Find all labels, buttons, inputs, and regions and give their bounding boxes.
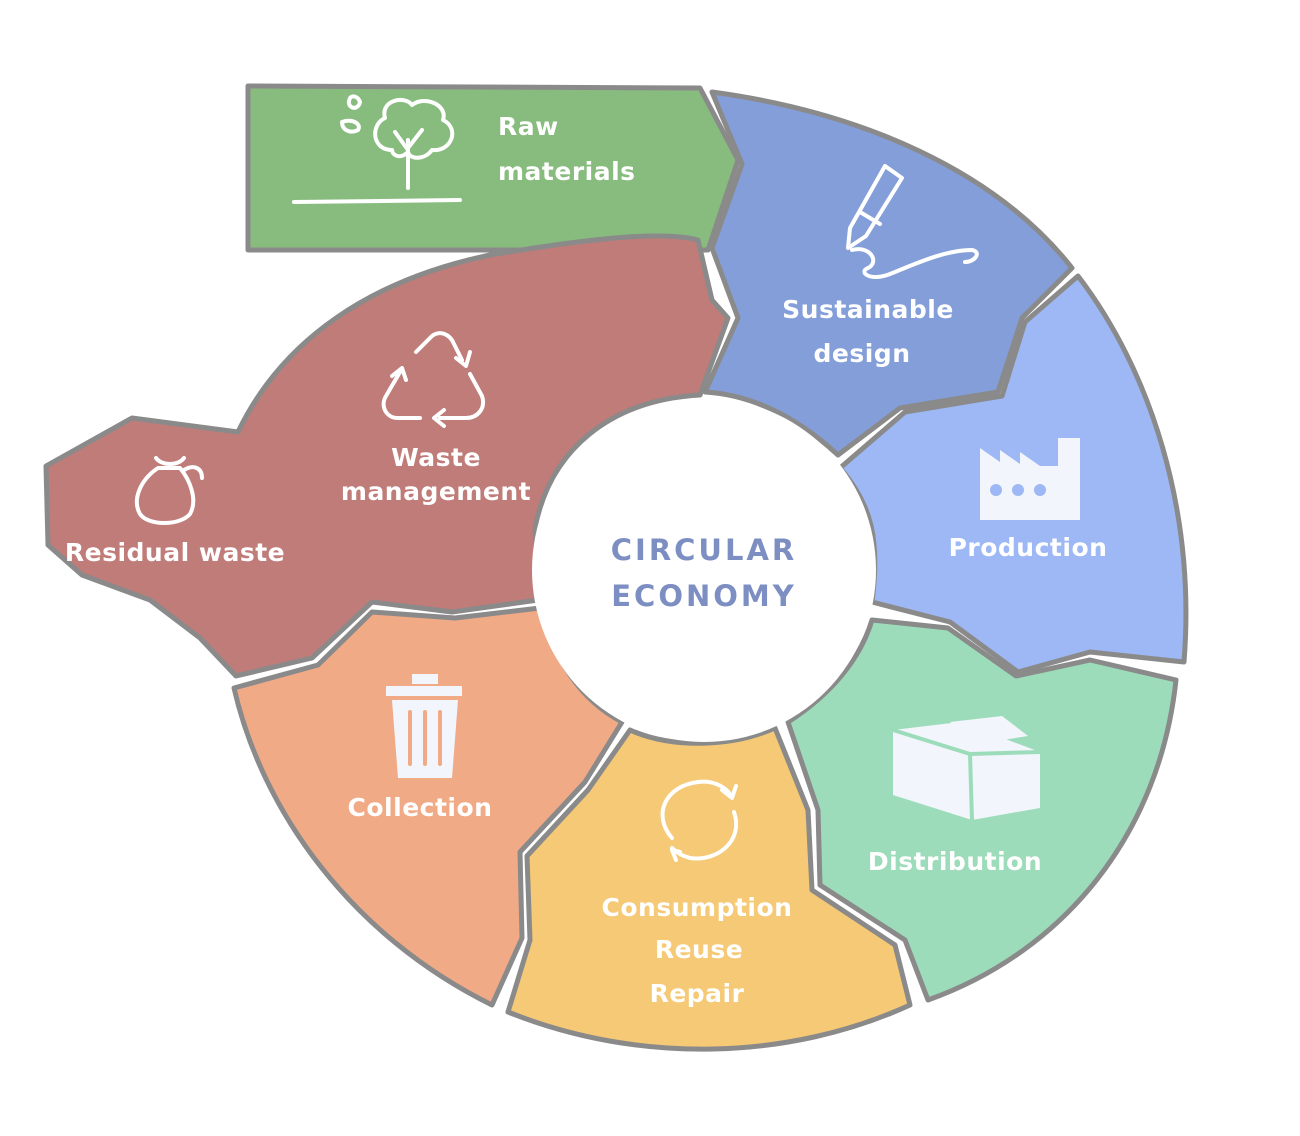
consumption-line3: Repair — [650, 979, 745, 1008]
sustainable-design-line2: design — [814, 339, 911, 368]
waste-management-line2: management — [341, 477, 531, 506]
factory-icon — [980, 438, 1080, 520]
garbage-bag-icon — [134, 456, 204, 525]
consumption-shape — [505, 725, 913, 1052]
collection-label: Collection — [348, 793, 493, 822]
distribution-label: Distribution — [868, 847, 1042, 876]
waste-management-line1: Waste — [391, 443, 481, 472]
segment-production: Production — [837, 273, 1189, 675]
trash-can-icon — [386, 674, 462, 778]
cycle-arrows-icon — [660, 779, 738, 862]
raw-materials-line2: materials — [498, 157, 636, 186]
center-title-line2: ECONOMY — [611, 579, 797, 613]
residual-waste-label: Residual waste — [65, 538, 285, 567]
center-circle — [532, 398, 876, 742]
recycle-icon — [381, 331, 485, 428]
pen-icon — [846, 164, 979, 279]
center-title-line1: CIRCULAR — [611, 533, 798, 567]
production-label: Production — [949, 533, 1108, 562]
segment-consumption: Consumption Reuse Repair — [505, 725, 913, 1052]
raw-materials-line1: Raw — [498, 112, 559, 141]
box-icon — [892, 716, 1041, 821]
segment-residual-waste: Residual waste — [65, 456, 285, 567]
tree-icon — [292, 94, 462, 204]
consumption-line2: Reuse — [655, 935, 743, 964]
sustainable-design-line1: Sustainable — [782, 295, 954, 324]
center-hub: CIRCULAR ECONOMY — [532, 398, 876, 742]
collection-shape — [231, 605, 625, 1008]
raw-materials-shape — [245, 83, 741, 253]
segment-sustainable-design: Sustainable design — [702, 89, 1075, 458]
segment-collection: Collection — [231, 605, 625, 1008]
segment-waste-management: Waste management — [43, 233, 731, 679]
segment-raw-materials: Raw materials — [245, 83, 741, 253]
segment-distribution: Distribution — [785, 617, 1179, 1003]
consumption-line1: Consumption — [602, 893, 793, 922]
waste-management-shape — [43, 233, 731, 679]
